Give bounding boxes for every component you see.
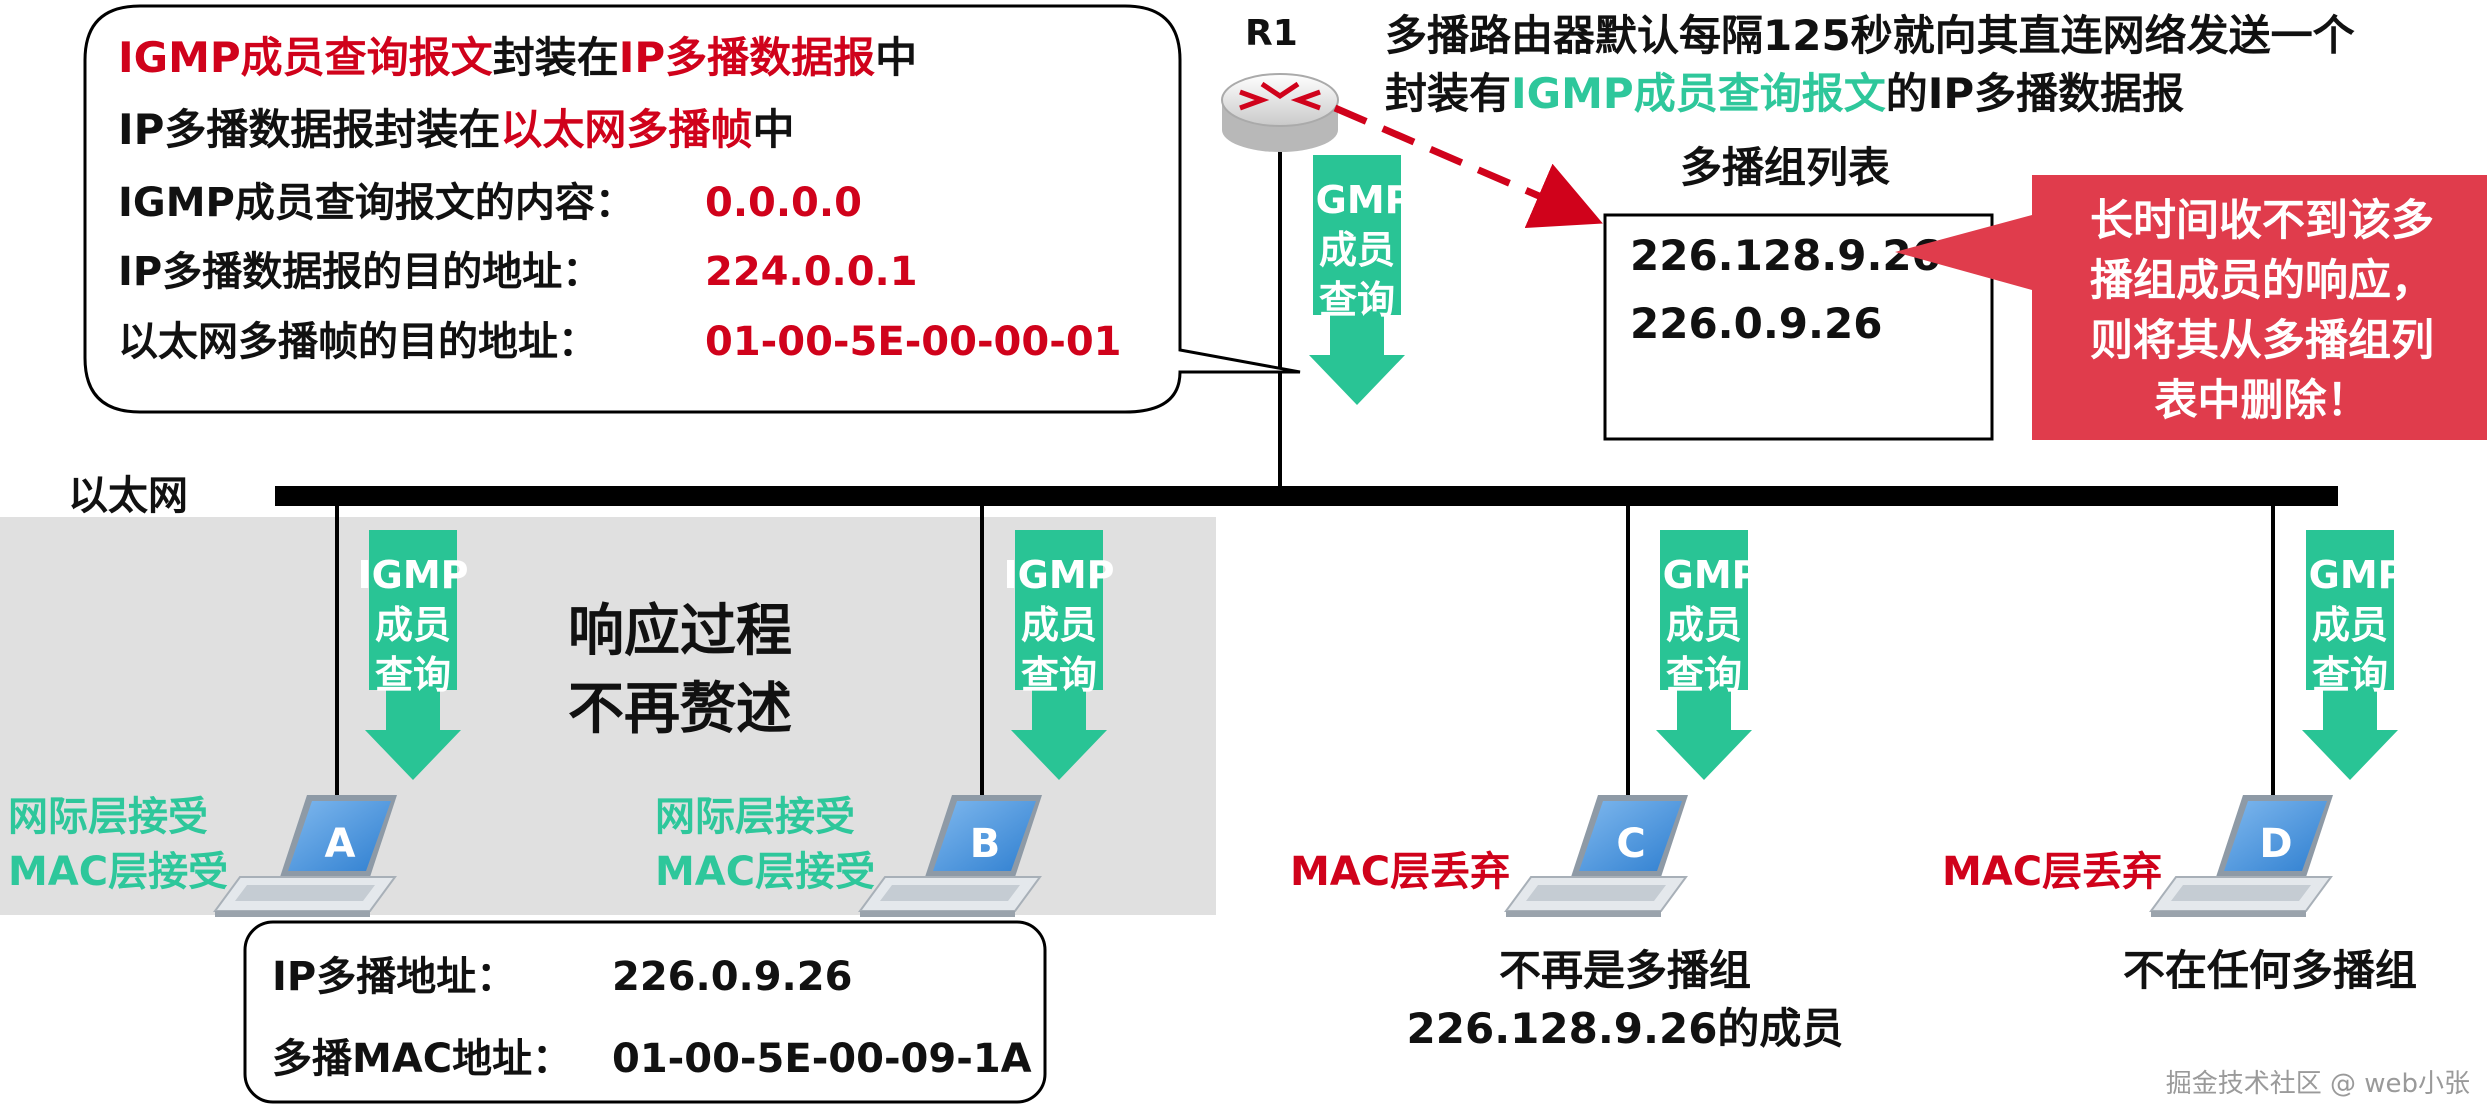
svg-text:01-00-5E-00-00-01: 01-00-5E-00-00-01 xyxy=(705,319,1121,365)
host-b-status: 网际层接受 xyxy=(655,794,855,840)
igmp-query-arrow-d: IGMP 成员 查询 xyxy=(2295,530,2406,780)
svg-text:查询: 查询 xyxy=(1666,653,1742,697)
watermark: 掘金技术社区 @ web小张 xyxy=(2166,1069,2470,1099)
host-c: C xyxy=(1505,794,1689,918)
svg-text:0.0.0.0: 0.0.0.0 xyxy=(705,180,862,226)
router-icon xyxy=(1221,73,1339,152)
laptop-icon xyxy=(2150,794,2334,918)
host-letter: D xyxy=(2259,821,2292,867)
ethernet-label: 以太网 xyxy=(68,473,188,519)
host-a-status: 网际层接受 xyxy=(8,794,208,840)
igmp-query-arrow-b: IGMP 成员 查询 xyxy=(1004,530,1115,780)
svg-text:多播MAC地址：: 多播MAC地址： xyxy=(272,1036,572,1082)
svg-text:查询: 查询 xyxy=(1021,653,1097,697)
svg-text:IP多播数据报封装在以太网多播帧中: IP多播数据报封装在以太网多播帧中 xyxy=(118,105,794,154)
laptop-icon xyxy=(1505,794,1689,918)
router-label: R1 xyxy=(1245,13,1298,54)
host-c-caption: 226.128.9.26的成员 xyxy=(1407,1004,1844,1053)
svg-text:IGMP: IGMP xyxy=(1649,553,1760,597)
host-a: A xyxy=(214,794,398,918)
svg-text:成员: 成员 xyxy=(375,603,451,647)
svg-text:IP多播数据报的目的地址：: IP多播数据报的目的地址： xyxy=(118,249,602,295)
igmp-query-arrow-c: IGMP 成员 查询 xyxy=(1649,530,1760,780)
group-list-box xyxy=(1603,213,1994,441)
host-b-status: MAC层接受 xyxy=(655,849,875,895)
host-letter: C xyxy=(1616,821,1645,867)
response-note-line: 响应过程 xyxy=(568,599,792,664)
igmp-query-arrow-router: IGMP 成员 查询 xyxy=(1302,155,1413,405)
host-d: D xyxy=(2150,794,2334,918)
host-b: B xyxy=(859,794,1043,918)
response-note-line: 不再赘述 xyxy=(568,677,792,742)
svg-text:查询: 查询 xyxy=(375,653,451,697)
svg-text:IP多播地址：: IP多播地址： xyxy=(272,954,516,1000)
host-c-caption: 不再是多播组 xyxy=(1499,946,1751,995)
svg-text:查询: 查询 xyxy=(2312,653,2388,697)
info-bubble: IGMP成员查询报文封装在IP多播数据报中 IP多播数据报封装在以太网多播帧中 … xyxy=(83,4,1301,414)
svg-text:IGMP: IGMP xyxy=(1302,178,1413,222)
svg-text:长时间收不到该多: 长时间收不到该多 xyxy=(2090,196,2434,246)
host-letter: B xyxy=(970,821,1001,867)
host-letter: A xyxy=(325,821,356,867)
group-list-entry: 226.0.9.26 xyxy=(1630,299,1882,348)
router-note-line2: 封装有IGMP成员查询报文的IP多播数据报 xyxy=(1385,69,2184,118)
svg-text:IGMP: IGMP xyxy=(1004,553,1115,597)
svg-text:成员: 成员 xyxy=(1666,603,1742,647)
address-box: IP多播地址： 226.0.9.26 多播MAC地址： 01-00-5E-00-… xyxy=(243,920,1047,1104)
host-d-caption: 不在任何多播组 xyxy=(2123,946,2417,995)
svg-text:成员: 成员 xyxy=(2312,603,2388,647)
host-c-status: MAC层丢弃 xyxy=(1290,849,1510,895)
svg-text:播组成员的响应，: 播组成员的响应， xyxy=(2090,256,2434,306)
svg-text:226.0.9.26: 226.0.9.26 xyxy=(612,954,852,1000)
igmp-query-arrow-a: IGMP 成员 查询 xyxy=(358,530,469,780)
delete-callout: 长时间收不到该多 播组成员的响应， 则将其从多播组列 表中删除！ xyxy=(1895,175,2487,440)
svg-text:224.0.0.1: 224.0.0.1 xyxy=(705,249,918,295)
svg-text:01-00-5E-00-09-1A: 01-00-5E-00-09-1A xyxy=(612,1036,1032,1082)
ethernet-bus xyxy=(275,486,2338,506)
group-list-title: 多播组列表 xyxy=(1680,143,1890,192)
svg-text:查询: 查询 xyxy=(1319,278,1395,322)
svg-text:则将其从多播组列: 则将其从多播组列 xyxy=(2090,316,2434,366)
group-list-entry: 226.128.9.26 xyxy=(1630,231,1941,280)
router-to-list-arrow xyxy=(1333,104,1603,228)
svg-text:成员: 成员 xyxy=(1021,603,1097,647)
svg-text:IGMP成员查询报文的内容：: IGMP成员查询报文的内容： xyxy=(118,180,635,226)
svg-text:成员: 成员 xyxy=(1319,228,1395,272)
router-note-line1: 多播路由器默认每隔125秒就向其直连网络发送一个 xyxy=(1385,11,2355,60)
host-d-status: MAC层丢弃 xyxy=(1942,849,2162,895)
svg-text:表中删除！: 表中删除！ xyxy=(2155,376,2370,426)
host-a-status: MAC层接受 xyxy=(8,849,228,895)
svg-text:IGMP: IGMP xyxy=(2295,553,2406,597)
svg-text:以太网多播帧的目的地址：: 以太网多播帧的目的地址： xyxy=(118,319,598,365)
svg-text:IGMP成员查询报文封装在IP多播数据报中: IGMP成员查询报文封装在IP多播数据报中 xyxy=(118,33,917,82)
svg-text:IGMP: IGMP xyxy=(358,553,469,597)
